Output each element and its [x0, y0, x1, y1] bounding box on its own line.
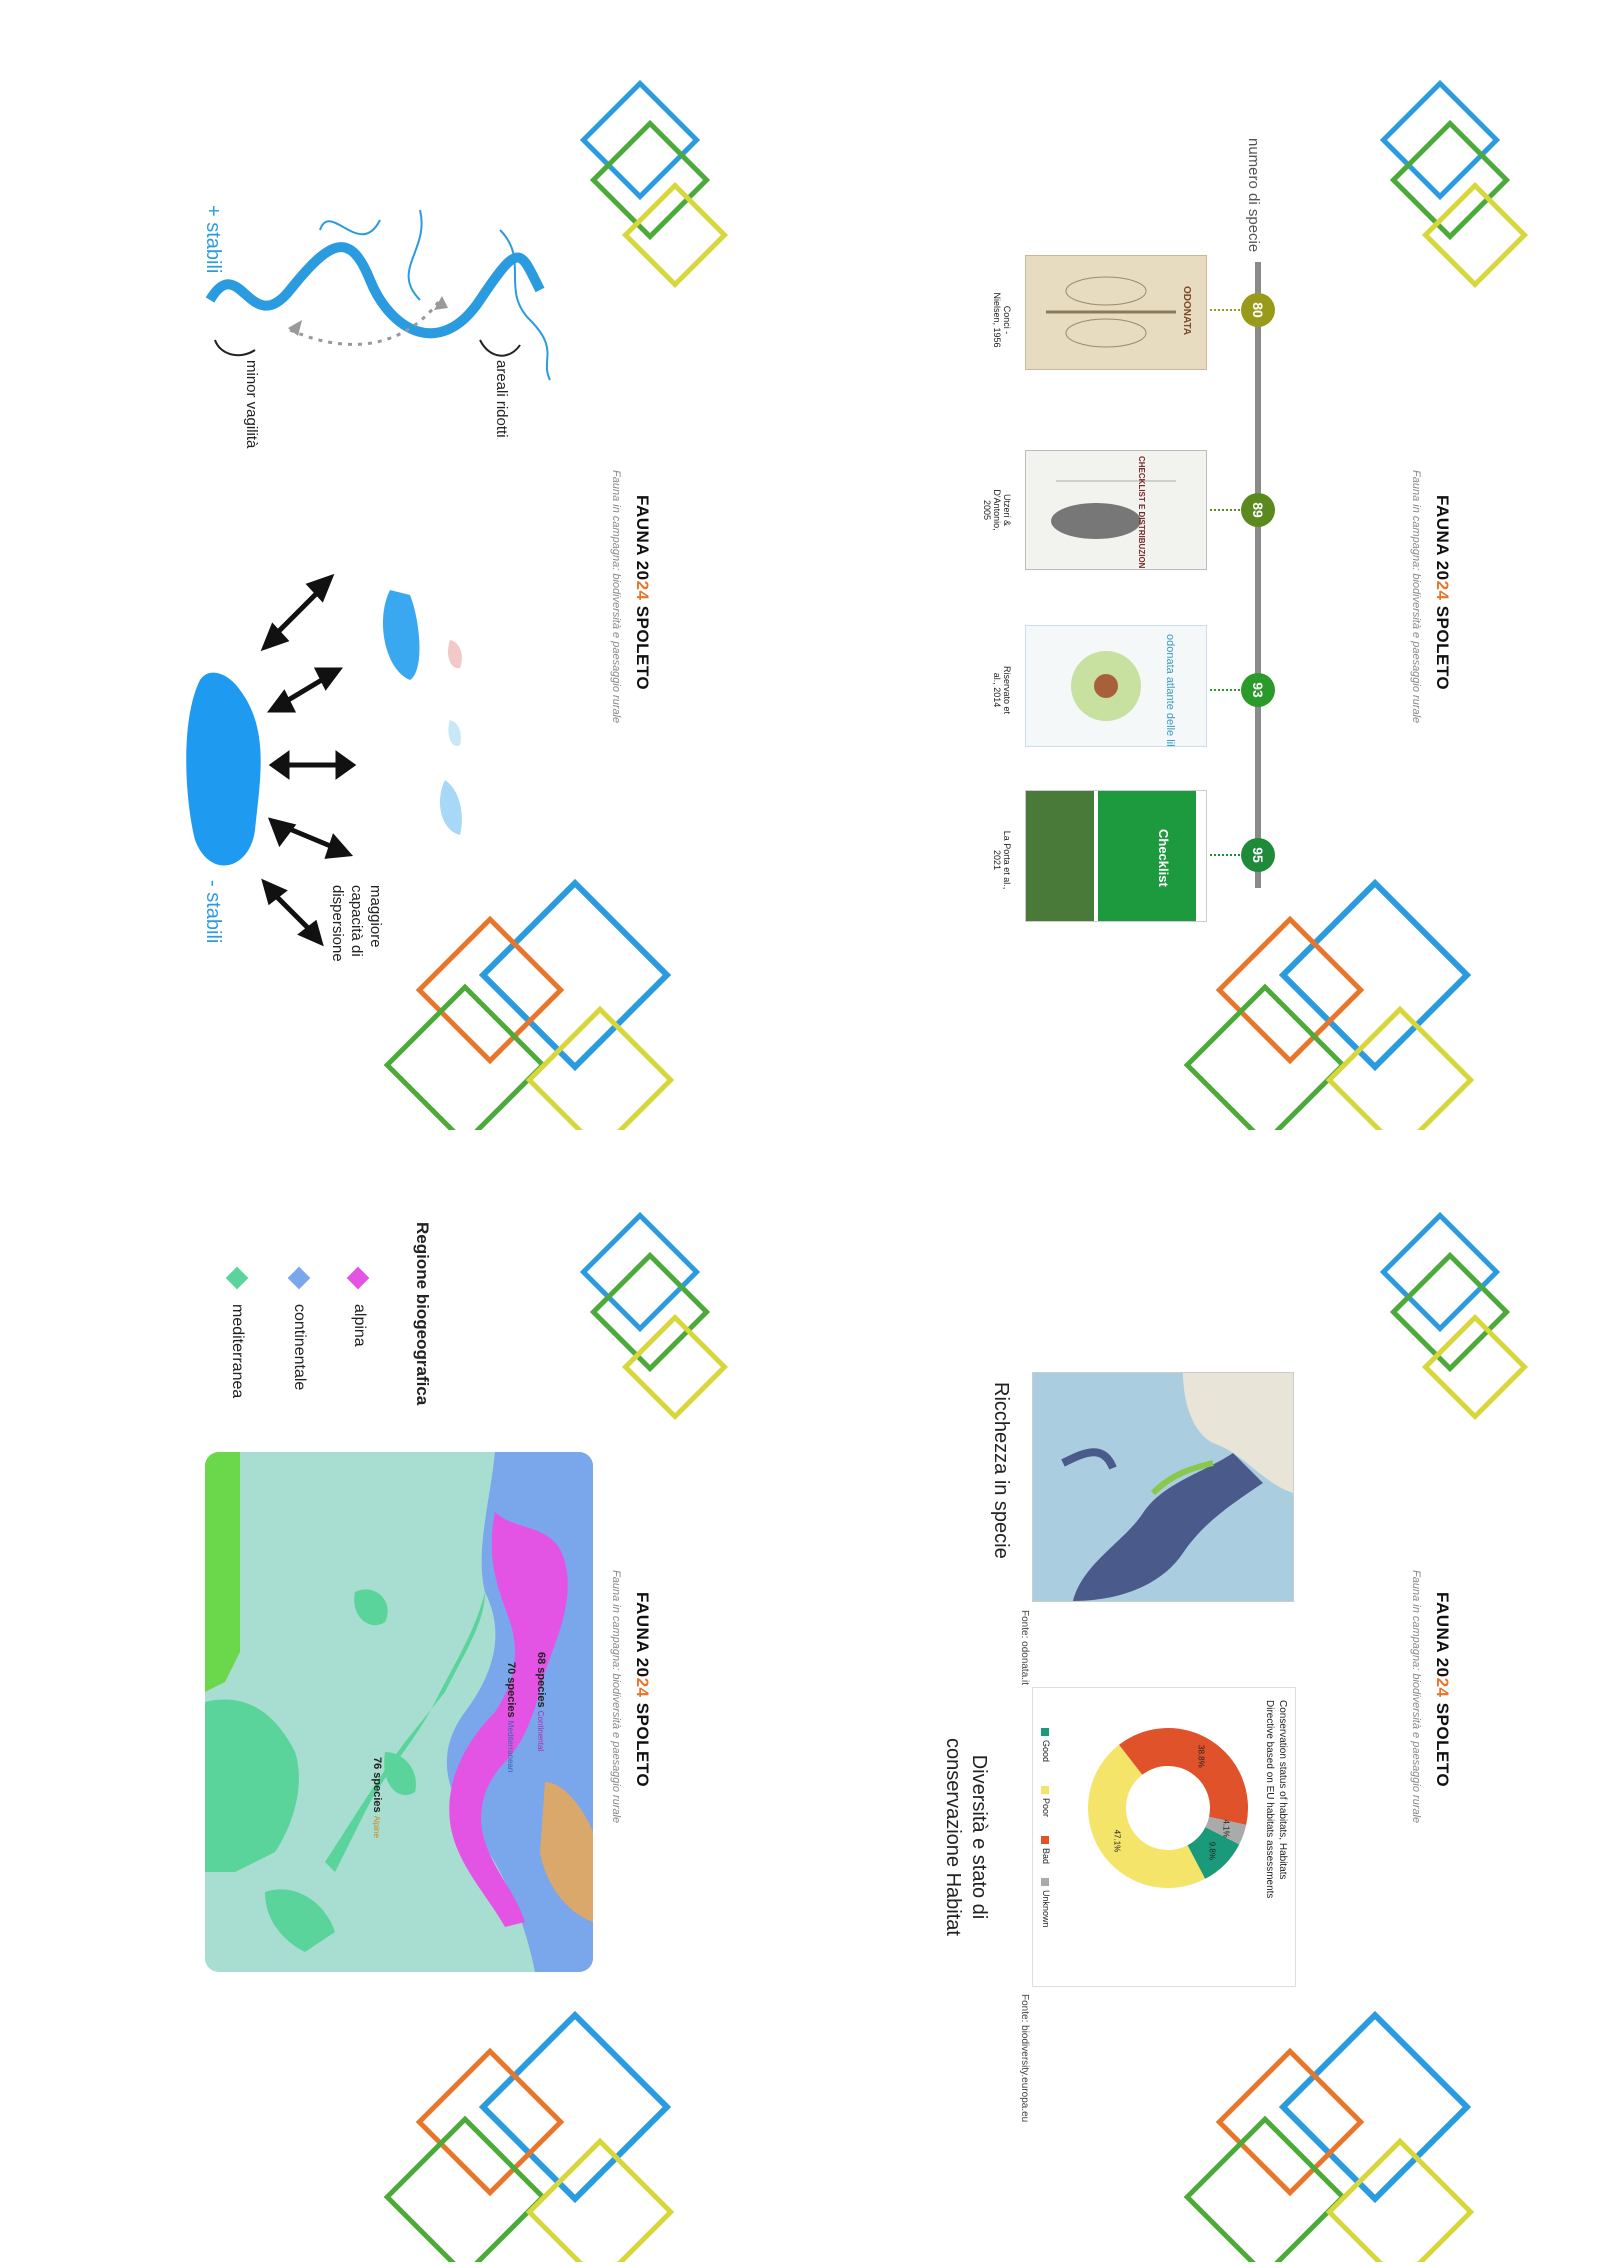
decor-squares-top — [1379, 80, 1529, 289]
decor-squares-top — [579, 1212, 729, 1421]
biogeo-map: 68 species Continental 70 species Medite… — [205, 1452, 593, 1972]
timeline-connector — [1210, 509, 1240, 511]
donut-slice-unknown — [1205, 1816, 1247, 1845]
donut-slice-good — [1187, 1827, 1240, 1879]
legend-poor — [1041, 1786, 1049, 1794]
legend-swatch-mediterranea — [225, 1266, 249, 1290]
annotation-76: 76 species Alpine — [371, 1757, 383, 1838]
chart-caption: Diversità e stato di conservazione Habit… — [942, 1738, 990, 1936]
decor-squares-bottom — [1183, 878, 1475, 1130]
chart-source: Fonte: biodiversity.europa.eu — [1019, 1994, 1030, 2123]
decor-squares-bottom — [383, 878, 675, 1130]
species-richness-map — [1032, 1372, 1294, 1602]
river-illustration — [205, 209, 551, 381]
dispersal-illustration — [186, 573, 462, 947]
legend-bad — [1041, 1836, 1049, 1844]
label-stable: + stabili — [202, 205, 224, 274]
legend-good — [1041, 1728, 1049, 1736]
timeline-connector — [1210, 854, 1240, 856]
timeline-marker: 89 — [1241, 493, 1275, 527]
slide-dispersal: FAUNA 2024 SPOLETO Fauna in campagna: bi… — [0, 0, 800, 1132]
legend-label-mediterranea: mediterranea — [229, 1304, 246, 1399]
decor-squares-bottom — [1183, 2010, 1475, 2262]
decor-squares-bottom — [383, 2010, 675, 2262]
legend-swatch-continentale — [287, 1266, 311, 1290]
label-dispersal: maggiore capacità di dispersione — [329, 885, 384, 962]
donut-slice-poor — [1088, 1744, 1206, 1888]
brand-subtitle: Fauna in campagna: biodiversità e paesag… — [610, 470, 622, 724]
chart-title: Conservation status of habitats, Habitat… — [1264, 1700, 1288, 1899]
label-unstable: - stabili — [202, 880, 224, 944]
label-vagility: minor vagilità — [243, 360, 260, 449]
book-cover: ODONATA — [1025, 255, 1207, 370]
brand-subtitle: Fauna in campagna: biodiversità e paesag… — [610, 1570, 622, 1824]
brand-title: FAUNA 2024 SPOLETO — [633, 495, 652, 691]
timeline-marker: 95 — [1241, 838, 1275, 872]
chart-legend: Good Poor Bad Unknown — [1037, 1728, 1057, 1948]
brand-title: FAUNA 2024 SPOLETO — [1433, 1592, 1452, 1788]
brand-title: FAUNA 2024 SPOLETO — [633, 1592, 652, 1788]
book-cover: CHECKLIST E DISTRIBUZIONE DELLA FAUNA IT… — [1025, 450, 1207, 570]
book-caption: Conci - Nielsen, 1956 — [992, 292, 1012, 348]
book-caption: Utzeri & D'Antonio, 2005 — [982, 489, 1012, 531]
legend-label-continentale: continentale — [291, 1304, 308, 1391]
label-areali: areali ridotti — [493, 360, 510, 438]
habitat-chart-card: Conservation status of habitats, Habitat… — [1032, 1687, 1296, 1987]
timeline-connector — [1210, 309, 1240, 311]
timeline-marker: 93 — [1241, 673, 1275, 707]
annotation-70: 70 species Mediterranean — [505, 1662, 517, 1773]
annotation-68: 68 species Continental — [535, 1652, 547, 1752]
donut-label-poor: 47.1% — [1113, 1830, 1122, 1853]
brand-subtitle: Fauna in campagna: biodiversità e paesag… — [1410, 470, 1422, 724]
legend-swatch-alpina — [346, 1266, 370, 1290]
legend-label-alpina: alpina — [351, 1304, 368, 1347]
book-cover: Checklist — [1025, 790, 1207, 922]
donut-slice-bad — [1119, 1728, 1248, 1825]
legend-unknown — [1041, 1878, 1049, 1886]
map-title: Ricchezza in specie — [990, 1382, 1012, 1559]
slide-timeline: FAUNA 2024 SPOLETO Fauna in campagna: bi… — [800, 0, 1600, 1132]
brand-title: FAUNA 2024 SPOLETO — [1433, 495, 1452, 691]
brand-subtitle: Fauna in campagna: biodiversità e paesag… — [1410, 1570, 1422, 1824]
donut-label-good: 9.8% — [1207, 1842, 1216, 1860]
timeline-axis — [1255, 262, 1261, 888]
donut-label-unknown: 4.1% — [1221, 1819, 1230, 1837]
book-caption: Riservato et al., 2014 — [992, 665, 1012, 715]
slide-biogeography: FAUNA 2024 SPOLETO Fauna in campagna: bi… — [0, 1132, 800, 2264]
book-caption: La Porta et al., 2021 — [992, 830, 1012, 890]
axis-label: numero di specie — [1245, 138, 1262, 253]
map-source: Fonte: odonata.it — [1019, 1610, 1030, 1686]
timeline-connector — [1210, 689, 1240, 691]
timeline-marker: 80 — [1241, 293, 1275, 327]
decor-squares-top — [579, 80, 729, 289]
legend-title: Regione biogeografica — [413, 1222, 432, 1406]
book-cover: odonata atlante delle libellule italiane — [1025, 625, 1207, 747]
slide-habitat-status: FAUNA 2024 SPOLETO Fauna in campagna: bi… — [800, 1132, 1600, 2264]
donut-chart: 9.8% 47.1% 38.8% 4.1% — [1088, 1728, 1248, 1888]
donut-label-bad: 38.8% — [1196, 1745, 1205, 1768]
decor-squares-top — [1379, 1212, 1529, 1421]
